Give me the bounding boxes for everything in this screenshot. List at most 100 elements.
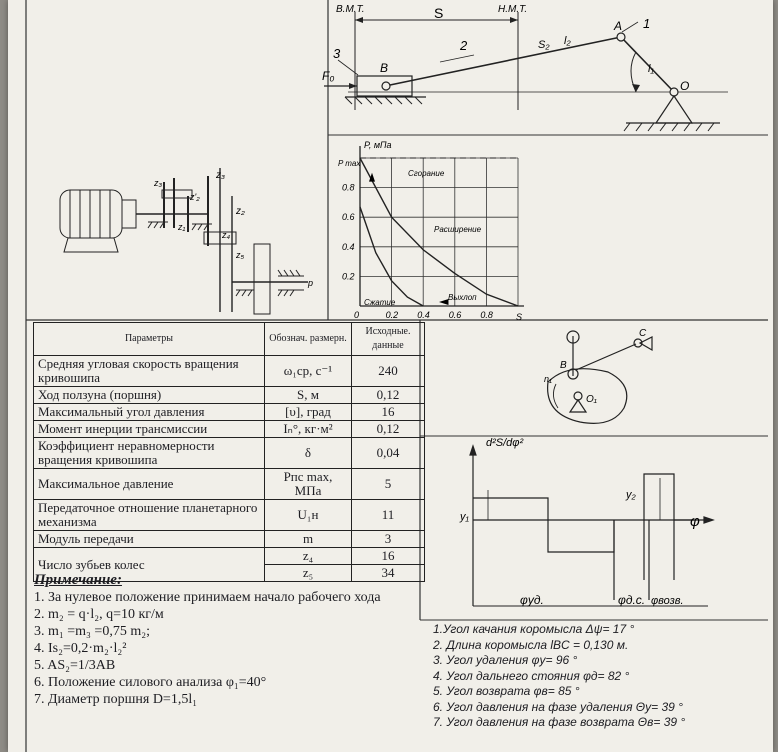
drawing-layer: В.М.Т. Н.М.Т. S 3 2 1 F₀ B A O S₂ l₂ l₁ (25, 0, 768, 752)
x-tick-label: 0.2 (386, 310, 399, 320)
chart-ymax-label: P max (338, 159, 361, 168)
chart-series-2 (359, 206, 424, 307)
teeth-symbol-z4: z₄ (264, 547, 352, 565)
x-tick-label: 0.4 (417, 310, 430, 320)
param-name: Максимальное давление (33, 468, 265, 500)
y-tick-label: 0.2 (342, 271, 355, 281)
note-item: 4. Is₂=0,2·m₂·l₂² (34, 641, 127, 656)
table-header-row: Параметры Обознач. размерн. Исходные. да… (33, 322, 425, 356)
label-z2p: z'₂ (189, 192, 200, 202)
diagram-label-phi-dwell: φд.с. (618, 593, 645, 607)
chart-xlabel: S (516, 312, 522, 322)
param-name: Передаточное отношение планетарного меха… (33, 499, 265, 531)
label-z4: z₄ (221, 230, 231, 240)
cam-label-n1: n₁ (544, 374, 552, 384)
annotation-combustion: Сгорание (408, 169, 445, 178)
param-name: Максимальный угол давления (33, 403, 265, 421)
cam-item: 7. Угол давления на фазе возврата Θв= 39… (433, 715, 686, 729)
cam-acceleration-diagram (469, 444, 715, 607)
worksheet: В.М.Т. Н.М.Т. S 3 2 1 F₀ B A O S₂ l₂ l₁ (8, 0, 773, 752)
y-tick-label: 0.4 (342, 242, 355, 252)
cam-mechanism (547, 330, 653, 424)
label-bdc: Н.М.Т. (498, 4, 527, 15)
param-symbol: S, м (264, 386, 352, 404)
y-tick-label: 0.8 (342, 183, 355, 193)
param-symbol: Iₙ°, кг·м² (264, 420, 352, 438)
note-item: 2. m₂ = q·l₂, q=10 кг/м (34, 607, 164, 622)
direction-arrow (369, 172, 375, 182)
annotation-exhaust: Выхлоп (448, 293, 477, 302)
param-value: 3 (351, 530, 425, 548)
diagram-label-phi-return: φвозв. (651, 595, 684, 607)
header-params: Параметры (33, 322, 265, 356)
diagram-label-y1: y₁ (459, 511, 470, 523)
table-row: Передаточное отношение планетарного меха… (33, 499, 425, 531)
label-z1: z₁ (177, 222, 186, 232)
label-link1: 1 (643, 16, 650, 31)
gear-train-diagram (59, 168, 308, 315)
cam-item: 4. Угол дальнего стояния φд= 82 ° (433, 668, 630, 683)
param-symbol: Pпс max, МПа (264, 468, 352, 500)
cam-parameters-list: 1.Угол качания коромысла Δψ= 17 ° 2. Дли… (433, 622, 768, 731)
diagram-label-phi-removal: φуд. (520, 593, 544, 607)
table-row: Средняя угловая скорость вращения кривош… (33, 355, 425, 387)
parameters-table: Параметры Обознач. размерн. Исходные. да… (33, 322, 425, 582)
teeth-label: Число зубьев колес (33, 547, 265, 582)
param-value: 5 (351, 468, 425, 500)
label-z5: z₅ (235, 250, 245, 260)
label-l1: l₁ (648, 63, 654, 75)
table-row-teeth-z5: z₅ 34 (34, 564, 425, 582)
param-symbol: [υ], град (264, 403, 352, 421)
table-row-teeth-z4: Число зубьев колес z₄ 16 (33, 547, 425, 582)
x-tick-label: 0 (354, 310, 359, 320)
cam-label-c: C (639, 328, 647, 339)
note-item: 3. m₁ =m₃ =0,75 m₂; (34, 624, 150, 639)
table-row: Коэффициент неравномерности вращения кри… (33, 437, 425, 469)
param-name: Момент инерции трансмиссии (33, 420, 265, 438)
label-link2: 2 (459, 38, 468, 53)
diagram-ylabel: d²S/dφ² (486, 437, 523, 449)
param-value: 240 (351, 355, 425, 387)
note-item: 6. Положение силового анализа φ₁=40° (34, 675, 267, 690)
param-symbol: ω₁ср, с⁻¹ (264, 355, 352, 387)
x-tick-label: 0.8 (480, 310, 493, 320)
param-name: Коэффициент неравномерности вращения кри… (33, 437, 265, 469)
x-tick-label: 0.6 (449, 310, 462, 320)
cam-label-o1: O₁ (586, 394, 597, 405)
note-item: 1. За нулевое положение принимаем начало… (34, 590, 381, 605)
label-a: A (613, 19, 622, 33)
cam-item: 5. Угол возврата φв= 85 ° (433, 684, 580, 698)
param-symbol: U₁н (264, 499, 352, 531)
chart-series-1 (359, 157, 519, 307)
cam-item: 1.Угол качания коромысла Δψ= 17 ° (433, 622, 635, 636)
header-symbol: Обознач. размерн. (264, 322, 352, 356)
cam-item: 3. Угол удаления φу= 96 ° (433, 653, 578, 667)
note-item: 7. Диаметр поршня D=1,5l₁ (34, 692, 198, 707)
slider-crank-mechanism (324, 12, 728, 132)
label-z3-left: z₃ (153, 178, 163, 188)
param-name: Средняя угловая скорость вращения кривош… (33, 355, 265, 387)
direction-arrow (439, 299, 449, 305)
param-value: 11 (351, 499, 425, 531)
param-symbol: δ (264, 437, 352, 469)
label-z2: z₂ (235, 206, 245, 217)
diagram-label-y2: y₂ (625, 489, 637, 501)
annotation-expansion: Расширение (434, 225, 482, 234)
label-b: B (380, 61, 388, 75)
label-stroke: S (434, 5, 443, 21)
teeth-value-z5: 34 (351, 564, 425, 582)
annotation-compression: Сжатие (364, 298, 396, 307)
label-link3: 3 (333, 46, 341, 61)
notes-section: Примечание: 1. За нулевое положение прин… (34, 572, 429, 708)
label-l2: l₂ (564, 35, 571, 47)
label-o: O (680, 79, 689, 93)
label-force: F₀ (322, 69, 334, 83)
param-name: Ход ползуна (поршня) (33, 386, 265, 404)
param-value: 0,12 (351, 420, 425, 438)
teeth-value-z4: 16 (351, 547, 425, 565)
